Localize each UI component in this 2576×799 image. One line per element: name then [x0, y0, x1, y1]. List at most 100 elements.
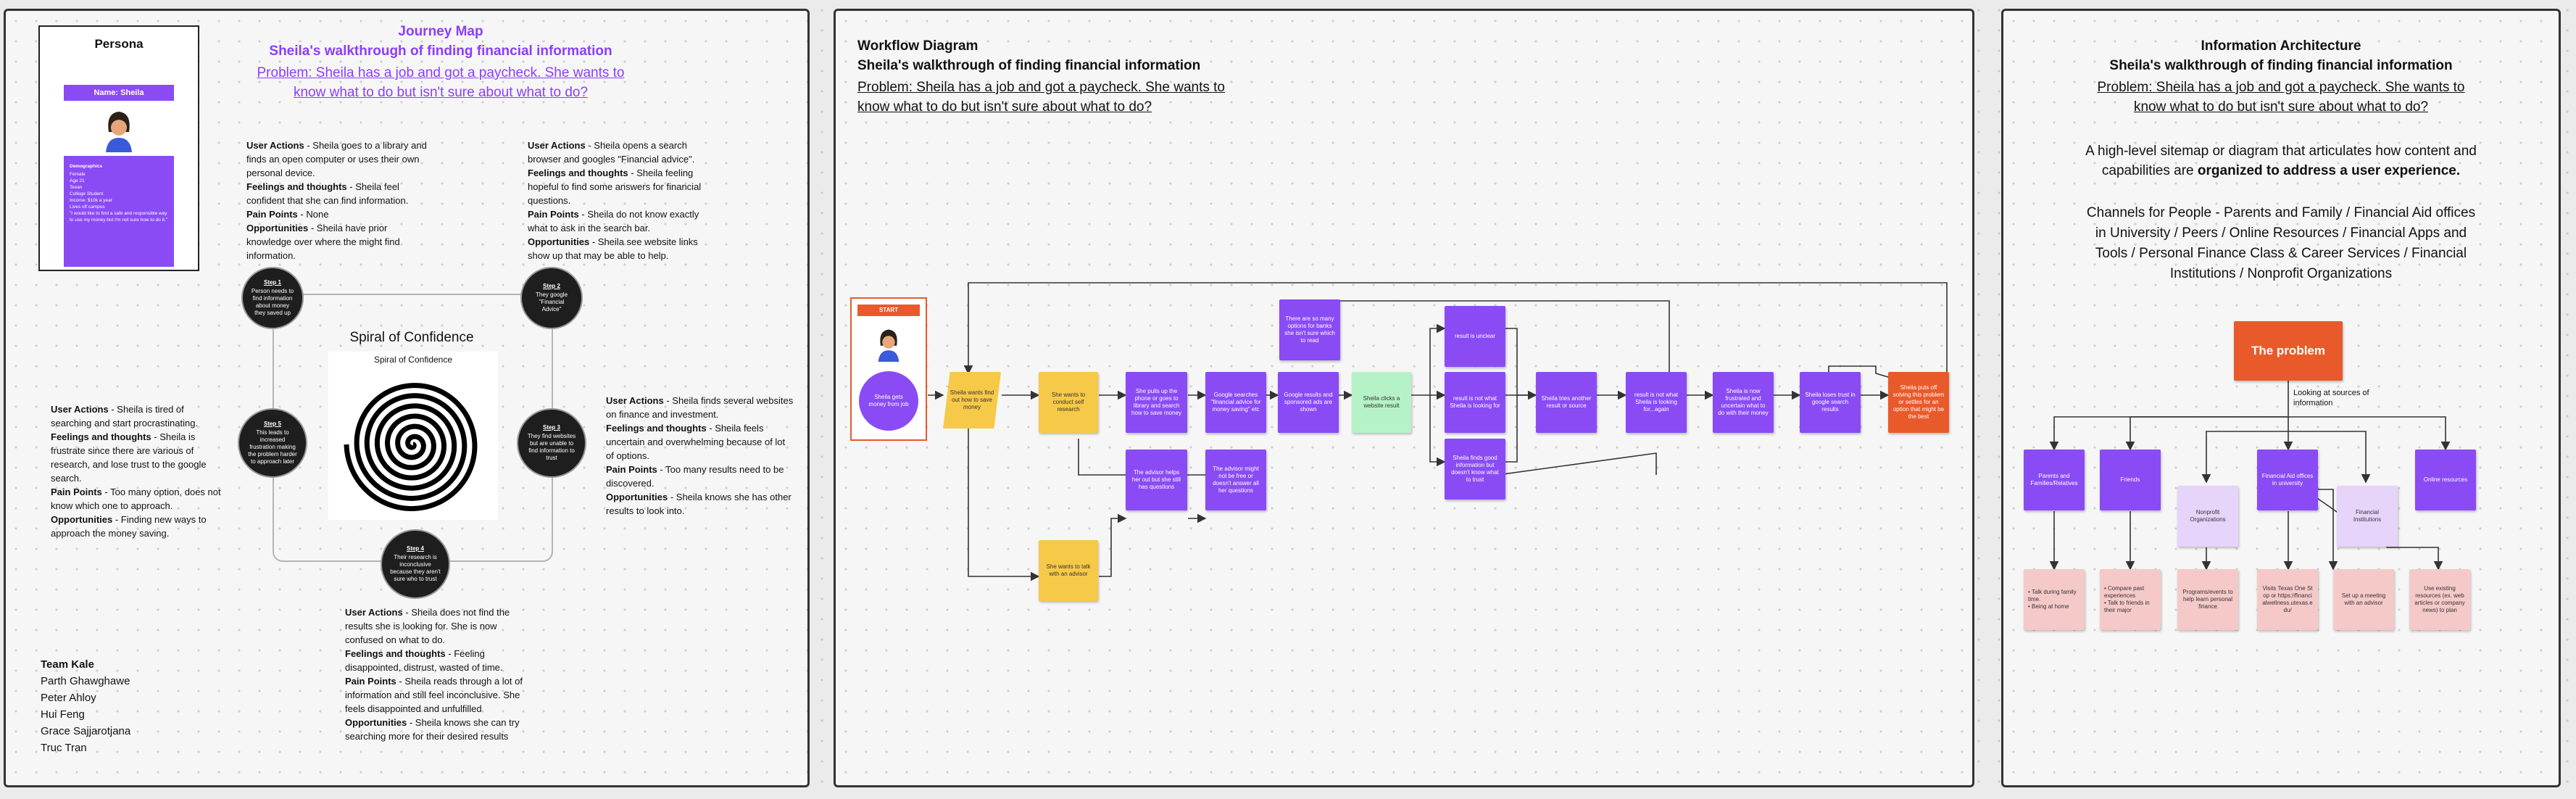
persona-name: Name: Sheila: [64, 85, 174, 101]
demo-item: Age 21: [70, 178, 85, 183]
node-self-research[interactable]: She wants to conduct self research: [1039, 372, 1098, 433]
note-label: Feelings and thoughts: [528, 167, 628, 178]
note-text: Sheila reads through a lot of informatio…: [345, 676, 523, 714]
team-member: Peter Ahloy: [41, 692, 96, 704]
ia-node-parents[interactable]: Parents and Families/Relatives: [2024, 450, 2085, 510]
start-label: START: [857, 305, 920, 316]
team-member: Grace Sajjarotjana: [41, 725, 131, 737]
ia-problem: Problem: Sheila has a job and got a payc…: [2097, 80, 2465, 115]
team-member: Hui Feng: [41, 708, 85, 721]
step-2-circle[interactable]: Step 2 They google "Financial Advice": [520, 267, 583, 329]
start-node[interactable]: START Sheila gets money from job: [850, 297, 927, 441]
note-step4: User Actions - Sheila does not find the …: [345, 607, 523, 742]
workflow-title: Workflow Diagram: [857, 38, 979, 54]
journey-map-frame[interactable]: Persona Name: Sheila Demographics Female…: [4, 9, 810, 787]
note-label: Opportunities: [606, 492, 668, 502]
ia-description: A high-level sitemap or diagram that art…: [2083, 141, 2479, 181]
node-tries-another[interactable]: Sheila tries another result or source: [1536, 372, 1597, 433]
ia-node-nonprofit[interactable]: Nonprofit Organizations: [2177, 486, 2238, 547]
persona-title: Persona: [94, 37, 144, 51]
ia-node-fininst[interactable]: Financial Institutions: [2337, 486, 2398, 547]
team-member: Parth Ghawghawe: [41, 675, 130, 687]
journey-subtitle: Sheila's walkthrough of finding financia…: [269, 44, 612, 59]
workflow-problem: Problem: Sheila has a job and got a payc…: [857, 80, 1225, 115]
step-label: Step 5: [263, 421, 281, 427]
note-text: Sheila is frustrate since there are vari…: [51, 431, 207, 484]
ia-looking-label: Looking at sources of information: [2293, 389, 2369, 407]
node-advisor-helps[interactable]: The advisor helps her out but she still …: [1126, 450, 1187, 510]
note-label: Feelings and thoughts: [345, 648, 446, 659]
note-text: Too many option, does not know which one…: [51, 487, 221, 511]
ia-node-finaid[interactable]: Financial Aid offices in university: [2257, 450, 2318, 510]
note-label: User Actions: [51, 404, 109, 415]
step-label: Step 3: [542, 424, 560, 431]
note-text: Feeling disappointed, distrust, wasted o…: [345, 648, 503, 673]
note-label: User Actions: [528, 140, 586, 151]
note-label: Opportunities: [528, 236, 590, 247]
ia-frame[interactable]: Information Architecture Sheila's walkth…: [2001, 9, 2561, 787]
note-text: Sheila knows she can try searching more …: [345, 717, 520, 742]
ia-node-online[interactable]: Online resources: [2415, 450, 2476, 510]
node-pulls-up[interactable]: She pulls up the phone or goes to librar…: [1126, 372, 1187, 433]
persona-card[interactable]: Persona Name: Sheila Demographics Female…: [38, 25, 199, 271]
node-good-info[interactable]: Sheila finds good information but doesn'…: [1445, 439, 1505, 500]
note-text: Finding new ways to approach the money s…: [51, 514, 207, 539]
step-text: Person needs to find information about m…: [251, 288, 294, 316]
node-google-results[interactable]: Google results and sponsored ads are sho…: [1278, 372, 1339, 433]
start-text: Sheila gets money from job: [859, 371, 918, 431]
spiral-title: Spiral of Confidence: [349, 330, 474, 345]
note-step5: User Actions - Sheila is tired of search…: [51, 404, 221, 539]
note-text: Sheila opens a search browser and google…: [528, 140, 695, 165]
step-3-circle[interactable]: Step 3 They find websites but are unable…: [517, 408, 586, 478]
node-unclear[interactable]: result is unclear: [1445, 306, 1505, 367]
team-title: Team Kale: [41, 658, 94, 671]
node-not-what-again[interactable]: result is not what Sheila is looking for…: [1626, 372, 1687, 433]
step-5-circle[interactable]: Step 5 This leads to increased frustrati…: [238, 408, 307, 478]
note-label: User Actions: [606, 395, 664, 406]
step-text: They find websites but are unable to fin…: [527, 433, 576, 461]
ia-channels: Channels for People - Parents and Family…: [2086, 205, 2476, 281]
ia-leaf-onestop[interactable]: Visits Texas One Stop or https://financi…: [2257, 569, 2318, 630]
ia-leaf-resources[interactable]: Use existing resources (ex. web articles…: [2409, 569, 2470, 630]
node-loses-trust[interactable]: Sheila loses trust in google search resu…: [1800, 372, 1861, 433]
step-text: Their research is inconclusive because t…: [390, 554, 441, 582]
spiral-inner-title: Spiral of Confidence: [373, 355, 453, 365]
step-text: This leads to increased frustration maki…: [248, 429, 297, 465]
step-4-circle[interactable]: Step 4 Their research is inconclusive be…: [381, 529, 450, 599]
workflow-frame[interactable]: Workflow Diagram Sheila's walkthrough of…: [834, 9, 1974, 787]
note-text: Sheila have prior knowledge over where t…: [246, 223, 400, 261]
start-avatar: [869, 320, 908, 364]
note-label: Feelings and thoughts: [51, 431, 151, 442]
ia-leaf-programs[interactable]: Programs/events to help learn personal f…: [2177, 569, 2238, 630]
demo-item: "I would like to find a safe and respons…: [70, 211, 168, 223]
ia-leaf-friends[interactable]: • Compare past experiences • Talk to fri…: [2100, 569, 2161, 630]
node-many-options[interactable]: There are so many options for banks she …: [1279, 299, 1340, 360]
step-label: Step 1: [263, 279, 281, 286]
demo-item: Lives off campus: [70, 204, 105, 210]
step-1-circle[interactable]: Step 1 Person needs to find information …: [241, 267, 304, 329]
node-wants-find[interactable]: Sheila wants find out how to save money: [943, 372, 1001, 429]
note-text: Sheila does not find the results she is …: [345, 607, 510, 645]
node-clicks[interactable]: Sheila clicks a website result: [1352, 372, 1411, 433]
node-advisor-might[interactable]: The advisor might not be free or doesn't…: [1205, 450, 1266, 510]
note-label: Pain Points: [606, 464, 657, 475]
ia-leaf-family[interactable]: • Talk during family time. • Being at ho…: [2024, 569, 2085, 630]
note-text: Sheila feels uncertain and overwhelming …: [606, 423, 786, 461]
note-label: User Actions: [246, 140, 304, 151]
note-text: Sheila finds several websites on finance…: [606, 395, 794, 420]
note-text: Sheila do not know exactly what to ask i…: [528, 209, 699, 233]
node-google-search[interactable]: Google searches "financial advice for mo…: [1205, 372, 1266, 433]
node-talk-advisor[interactable]: She wants to talk with an advisor: [1039, 540, 1098, 601]
node-more-frustrated[interactable]: Sheila is now frustrated and uncertain w…: [1713, 372, 1774, 433]
ia-node-friends[interactable]: Friends: [2100, 450, 2161, 510]
spiral-card: Spiral of Confidence: [328, 352, 498, 520]
spiral-graphic: [344, 383, 478, 511]
ia-description-text: A high-level sitemap or diagram that art…: [2085, 144, 2477, 178]
ia-description-bold: organized to address a user experience.: [2197, 163, 2461, 178]
persona-demographics: Demographics Female Age 21 Texan College…: [64, 156, 174, 267]
ia-problem-box[interactable]: The problem: [2234, 321, 2343, 381]
note-label: Pain Points: [51, 487, 102, 497]
ia-leaf-advisor[interactable]: Set up a meeting with an advisor: [2333, 569, 2394, 630]
node-not-what[interactable]: result is not what Sheila is looking for: [1445, 372, 1505, 433]
node-gives-up[interactable]: Sheila puts off solving this problem or …: [1888, 372, 1949, 433]
